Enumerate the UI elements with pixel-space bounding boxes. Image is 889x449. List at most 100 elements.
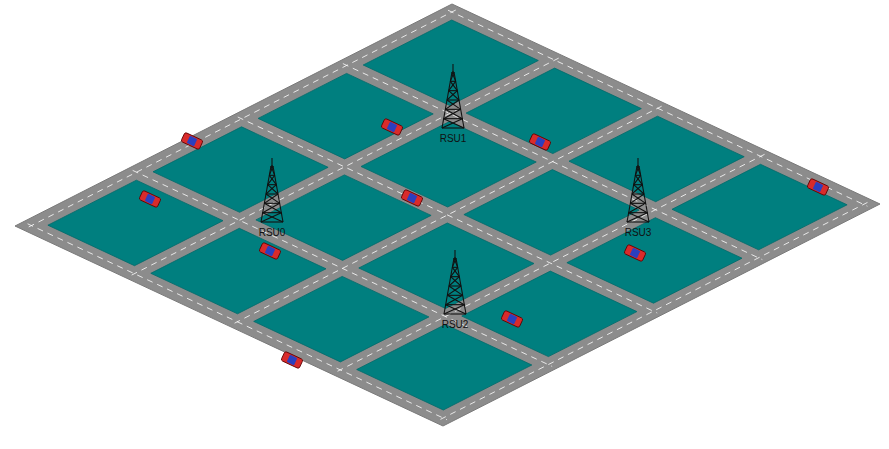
tower-strut <box>451 267 458 276</box>
tower-strut <box>261 221 283 222</box>
rsu-label: RSU3 <box>625 228 652 238</box>
tower-strut <box>269 175 276 184</box>
car-body <box>259 242 281 260</box>
car-roof <box>287 355 298 366</box>
tower-strut <box>630 203 647 212</box>
tower-strut <box>268 175 275 184</box>
tower-strut <box>446 304 465 305</box>
tower-strut <box>451 277 461 286</box>
tower-strut <box>635 175 640 176</box>
lane-dash <box>130 58 558 276</box>
tower-strut <box>630 194 644 203</box>
tower-strut <box>450 81 457 90</box>
car-body <box>381 118 403 136</box>
car-body <box>529 133 551 151</box>
tower-strut <box>266 185 276 194</box>
tower-strut <box>637 158 638 166</box>
tower-strut <box>634 185 644 194</box>
tower-strut <box>264 194 278 203</box>
car-body <box>181 132 203 150</box>
tower-strut <box>449 285 461 286</box>
tower-strut <box>454 258 458 267</box>
tower-strut <box>449 91 459 100</box>
tower-strut <box>264 203 279 204</box>
tower-strut <box>263 212 282 213</box>
car <box>139 190 161 208</box>
road-surface <box>15 4 880 426</box>
tower-strut <box>634 184 643 185</box>
tower-strut <box>269 175 274 176</box>
car <box>529 133 551 151</box>
tower-strut <box>261 213 281 222</box>
tower-strut <box>447 295 464 304</box>
tower-strut <box>449 286 463 295</box>
tower-strut <box>446 295 463 304</box>
lane-dash <box>439 202 867 420</box>
tower-strut <box>629 213 649 222</box>
tower-strut <box>266 193 278 194</box>
car-body <box>139 190 161 208</box>
tower-strut <box>444 109 461 118</box>
tower-strut <box>452 71 454 72</box>
rsu-label: RSU2 <box>442 320 469 330</box>
lane-markings <box>28 10 868 420</box>
car-body <box>501 310 523 328</box>
tower-strut <box>637 165 639 166</box>
tower-strut <box>271 166 275 175</box>
tower-strut <box>629 212 648 213</box>
car <box>501 310 523 328</box>
tower-strut <box>268 185 278 194</box>
car <box>259 242 281 260</box>
tower-strut <box>451 276 460 277</box>
tower-strut <box>452 267 457 268</box>
tower-strut <box>632 194 646 203</box>
tower-strut <box>271 158 272 166</box>
tower-strut <box>264 203 281 212</box>
tower-strut <box>444 118 463 119</box>
car-body <box>624 244 646 262</box>
car-roof <box>145 194 156 205</box>
tower-strut <box>637 166 641 175</box>
tower-strut <box>452 72 456 81</box>
car-roof <box>265 246 276 257</box>
tower-strut <box>454 257 456 258</box>
city-block <box>567 218 742 304</box>
tower-strut <box>627 221 649 222</box>
tower-strut <box>446 305 466 314</box>
tower-strut <box>629 203 646 212</box>
tower-strut <box>266 194 280 203</box>
tower-strut <box>447 100 461 109</box>
tower-strut <box>445 100 459 109</box>
tower-symbol <box>261 158 283 222</box>
tower-strut <box>452 64 453 72</box>
tower-strut <box>263 203 280 212</box>
vehicles <box>139 118 829 369</box>
lane-dash <box>233 106 661 324</box>
car-roof <box>407 193 418 204</box>
car-body <box>281 351 303 369</box>
tower-strut <box>444 119 464 128</box>
lane-dash <box>133 170 552 366</box>
tower-strut <box>454 250 455 258</box>
tower-strut <box>449 81 456 90</box>
car <box>181 132 203 150</box>
tower-strut <box>271 165 273 166</box>
tower-strut <box>634 175 641 184</box>
tower-strut <box>630 203 645 204</box>
tower-strut <box>632 185 642 194</box>
rsu-label: RSU0 <box>259 228 286 238</box>
tower-strut <box>447 286 461 295</box>
tower-strut <box>444 305 464 314</box>
rsu-towers <box>261 64 649 314</box>
car-roof <box>813 182 824 193</box>
car-roof <box>507 314 518 325</box>
car <box>624 244 646 262</box>
tower-strut <box>444 313 466 314</box>
car-roof <box>630 248 641 259</box>
tower-strut <box>447 91 457 100</box>
tower-strut <box>627 213 647 222</box>
lane-dash <box>238 117 657 313</box>
lane-dash <box>336 154 764 372</box>
city-block <box>462 271 637 357</box>
